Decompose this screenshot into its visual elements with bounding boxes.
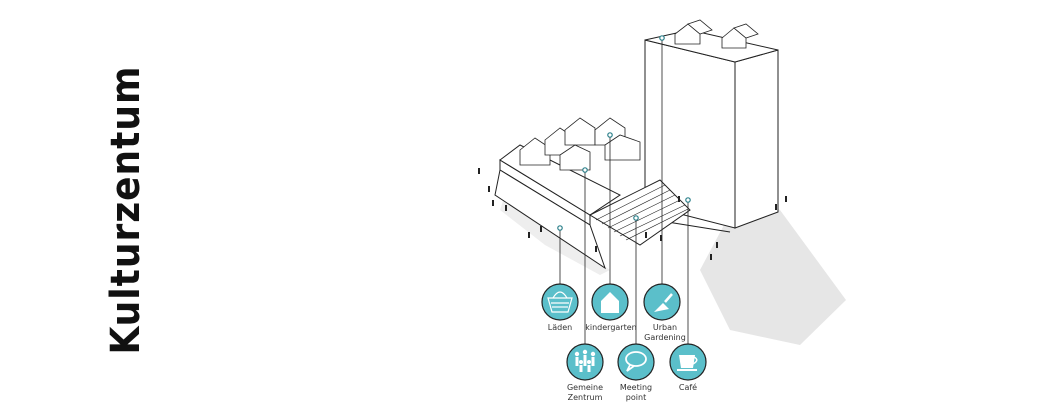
rooftop-houses — [674, 19, 759, 49]
house-icon — [601, 292, 619, 313]
cup-icon — [677, 355, 698, 371]
label-cafe: Café — [678, 383, 698, 392]
leader-lines — [559, 38, 689, 345]
basket-icon — [547, 291, 573, 313]
label-meeting-point: Meeting point — [619, 383, 653, 402]
leader-dots — [557, 35, 691, 231]
label-kindergarten: kindergarten — [585, 323, 637, 332]
label-gemeine-zentrum: Gemeine Zentrum — [566, 383, 604, 402]
label-urban-gardening: Urban Gardening — [644, 323, 686, 342]
people-figures — [478, 168, 787, 260]
tower-shadow — [700, 195, 846, 345]
plaza-stairs — [588, 179, 691, 246]
label-laden: Läden — [547, 323, 573, 332]
speech-bubble-icon — [625, 351, 647, 372]
people-icon — [574, 349, 596, 372]
roof-houses — [519, 117, 641, 171]
trowel-icon — [654, 293, 673, 312]
tower-building — [644, 29, 779, 233]
